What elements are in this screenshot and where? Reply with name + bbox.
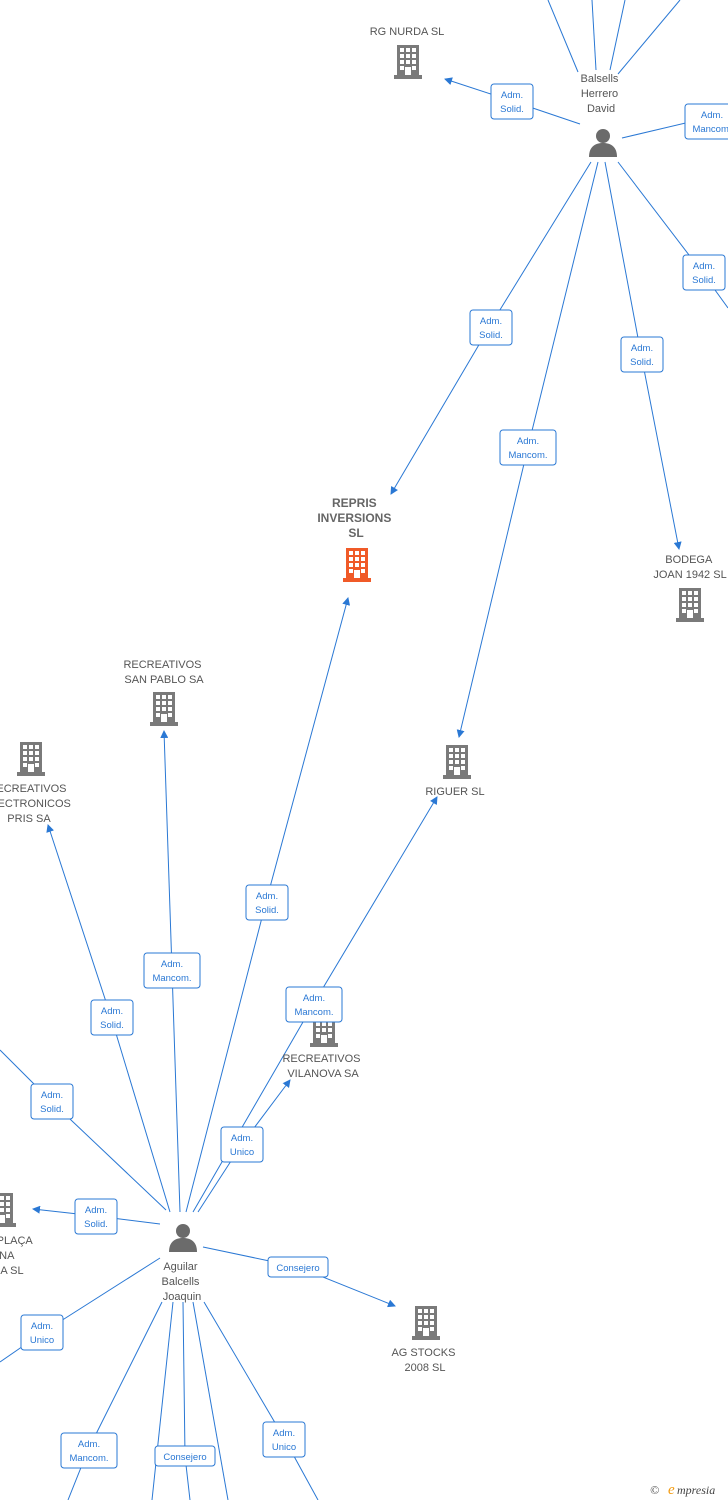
building-icon [443,745,471,779]
person-icon [169,1224,197,1252]
svg-text:Adm.Solid.: Adm.Solid. [100,1006,124,1031]
building-icon [150,692,178,726]
edge-aguilar-bottom-2 [192,1301,229,1500]
relation-label[interactable]: Adm.Mancom. [285,986,343,1023]
building-icon [0,1193,16,1227]
company-rg-nurda[interactable]: RG NURDA SL [370,26,445,79]
relation-label[interactable]: Adm.Solid. [469,309,513,346]
company-riguer-label: RIGUER SL [425,786,484,798]
brand-logo-initial: e [668,1482,675,1498]
building-icon [676,588,704,622]
svg-text:Consejero: Consejero [163,1452,206,1463]
svg-text:Adm.Mancom.: Adm.Mancom. [152,959,191,984]
brand-watermark: © e mpresia [650,1482,715,1498]
relation-label[interactable]: Adm.Unico [220,1126,264,1163]
svg-text:Adm.Mancom.: Adm.Mancom. [692,110,728,135]
relation-label[interactable]: Adm.Solid. [30,1083,74,1120]
company-recre-vil-label: RECREATIVOS VILANOVA SA [282,1053,363,1080]
edge-balsells-up1 [547,0,579,73]
svg-text:Adm.Solid.: Adm.Solid. [255,891,279,916]
brand-logo-name: mpresia [677,1483,715,1497]
company-recreativos-electronicos[interactable]: RECREATIVOS ELECTRONICOS PRIS SA [0,742,74,825]
edge-balsells-up4 [617,0,681,75]
svg-text:Adm.Unico: Adm.Unico [30,1321,54,1346]
relation-label[interactable]: Adm.Solid. [620,336,664,373]
edge-aguilar-bottom-consejero [182,1301,191,1500]
edge-aguilar-bottom-1 [151,1301,174,1500]
person-icon [589,129,617,157]
relation-labels: Adm.Solid. Adm.Mancom. Adm.Solid. Adm.So… [20,83,728,1469]
edge-aguilar-bottom-mancom [67,1301,163,1500]
relation-label[interactable]: Adm.Solid. [74,1198,118,1235]
building-icon-highlighted [343,548,371,582]
svg-text:Adm.Solid.: Adm.Solid. [500,90,524,115]
svg-text:Adm.Solid.: Adm.Solid. [692,261,716,286]
company-bodega-joan[interactable]: BODEGA JOAN 1942 SL [653,554,727,622]
building-icon [17,742,45,776]
edge-aguilar-left-solid [0,1049,167,1211]
svg-text:Adm.Mancom.: Adm.Mancom. [69,1439,108,1464]
company-recreativos-san-pablo[interactable]: RECREATIVOS SAN PABLO SA [123,659,204,726]
company-repris-label: REPRIS INVERSIONS SL [317,496,394,540]
relation-label[interactable]: Adm.Unico [20,1314,64,1351]
company-ag-stocks[interactable]: AG STOCKS 2008 SL [391,1306,458,1374]
edge-balsells-up3 [609,0,626,71]
person-balsells[interactable]: Balsells Herrero David [581,73,622,157]
company-la-placa[interactable]: LA PLAÇA NA CA SL [0,1193,35,1277]
edge-balsells-up2 [591,0,597,71]
company-ag-stocks-label: AG STOCKS 2008 SL [391,1347,458,1374]
relation-label[interactable]: Adm.Solid. [90,999,134,1036]
building-icon [412,1306,440,1340]
company-bodega-label: BODEGA JOAN 1942 SL [653,554,726,581]
relation-label[interactable]: Adm.Unico [262,1421,306,1458]
relation-label[interactable]: Adm.Mancom. [60,1432,118,1469]
svg-text:Adm.Solid.: Adm.Solid. [479,316,503,341]
svg-text:Adm.Unico: Adm.Unico [272,1428,296,1453]
copyright-symbol: © [650,1483,659,1497]
relation-label[interactable]: Consejero [154,1445,216,1467]
svg-text:Adm.Unico: Adm.Unico [230,1133,254,1158]
relation-label[interactable]: Adm.Solid. [682,254,726,291]
svg-text:Adm.Mancom.: Adm.Mancom. [508,436,547,461]
relation-label[interactable]: Adm.Solid. [245,884,289,921]
svg-text:Consejero: Consejero [276,1263,319,1274]
svg-text:Adm.Solid.: Adm.Solid. [84,1205,108,1230]
person-balsells-label: Balsells Herrero David [581,73,622,115]
company-riguer[interactable]: RIGUER SL [425,745,485,798]
company-recreativos-vilanova[interactable]: RECREATIVOS VILANOVA SA [282,1013,363,1080]
company-repris-inversions[interactable]: REPRIS INVERSIONS SL [317,496,394,582]
relation-label[interactable]: Adm.Mancom. [143,952,201,989]
company-recre-el-label: RECREATIVOS ELECTRONICOS PRIS SA [0,783,74,825]
svg-text:Adm.Solid.: Adm.Solid. [630,343,654,368]
company-recre-sp-label: RECREATIVOS SAN PABLO SA [123,659,204,686]
company-placa-label: LA PLAÇA NA CA SL [0,1235,35,1277]
relation-label[interactable]: Adm.Mancom. [499,429,557,466]
relation-label[interactable]: Adm.Mancom. [684,103,728,140]
person-aguilar[interactable]: Aguilar Balcells Joaquin [162,1224,203,1303]
edge-aguilar-bottom-unico [203,1301,319,1500]
svg-text:Adm.Solid.: Adm.Solid. [40,1090,64,1115]
person-aguilar-label: Aguilar Balcells Joaquin [162,1261,203,1303]
relation-label[interactable]: Consejero [267,1256,329,1278]
svg-text:Adm.Mancom.: Adm.Mancom. [294,993,333,1018]
relation-label[interactable]: Adm.Solid. [490,83,534,120]
building-icon [394,45,422,79]
nodes: RG NURDA SL Balsells Herrero David REPRI… [0,26,727,1374]
company-rg-nurda-label: RG NURDA SL [370,26,445,38]
